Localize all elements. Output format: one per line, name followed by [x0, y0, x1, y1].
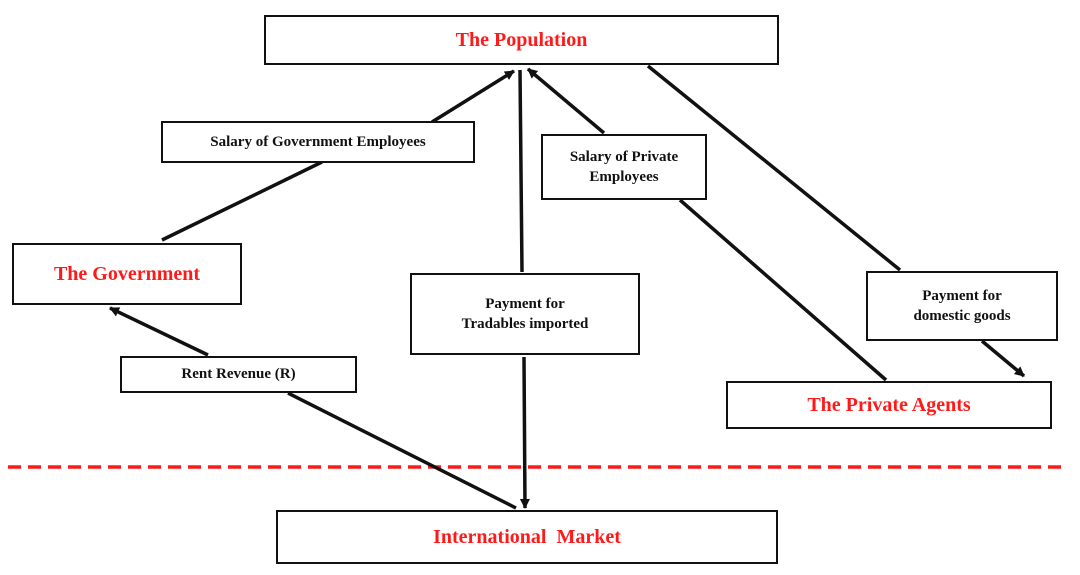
international-market-label: International Market — [433, 525, 621, 548]
salary-private-line-lower — [678, 198, 888, 382]
population-label: The Population — [455, 28, 588, 51]
rent-revenue-box: Rent Revenue (R) — [120, 356, 357, 393]
payment-tradables-line-upper — [518, 69, 524, 273]
payment-tradables-label-line1: Payment for — [485, 295, 565, 312]
payment-domestic-label-line1: Payment for — [922, 287, 1002, 304]
rent-revenue-line-lower — [287, 391, 517, 510]
salary-government-line-lower — [161, 160, 323, 242]
salary-private-box: Salary of Private Employees — [541, 134, 707, 200]
population-box: The Population — [264, 15, 779, 65]
salary-private-label-line1: Salary of Private — [569, 148, 679, 165]
salary-private-label-line2: Employees — [589, 169, 659, 185]
private-agents-label: The Private Agents — [807, 393, 971, 416]
payment-tradables-box: Payment for Tradables imported — [410, 273, 640, 355]
payment-tradables-label-line2: Tradables imported — [461, 316, 589, 332]
payment-domestic-box: Payment for domestic goods — [866, 271, 1058, 341]
salary-private-arrow — [526, 67, 606, 135]
private-agents-box: The Private Agents — [726, 381, 1052, 429]
payment-domestic-label-line2: domestic goods — [913, 308, 1011, 324]
government-box: The Government — [12, 243, 242, 305]
international-market-box: International Market — [276, 510, 778, 564]
salary-government-arrow — [431, 69, 515, 124]
payment-domestic-line-upper — [646, 64, 902, 272]
government-label: The Government — [53, 262, 201, 285]
rent-revenue-arrow — [109, 306, 209, 357]
payment-tradables-arrow — [519, 356, 530, 509]
salary-government-label: Salary of Government Employees — [210, 133, 426, 150]
rent-revenue-label: Rent Revenue (R) — [181, 366, 296, 383]
salary-government-box: Salary of Government Employees — [161, 121, 475, 163]
payment-domestic-arrow — [980, 339, 1026, 378]
